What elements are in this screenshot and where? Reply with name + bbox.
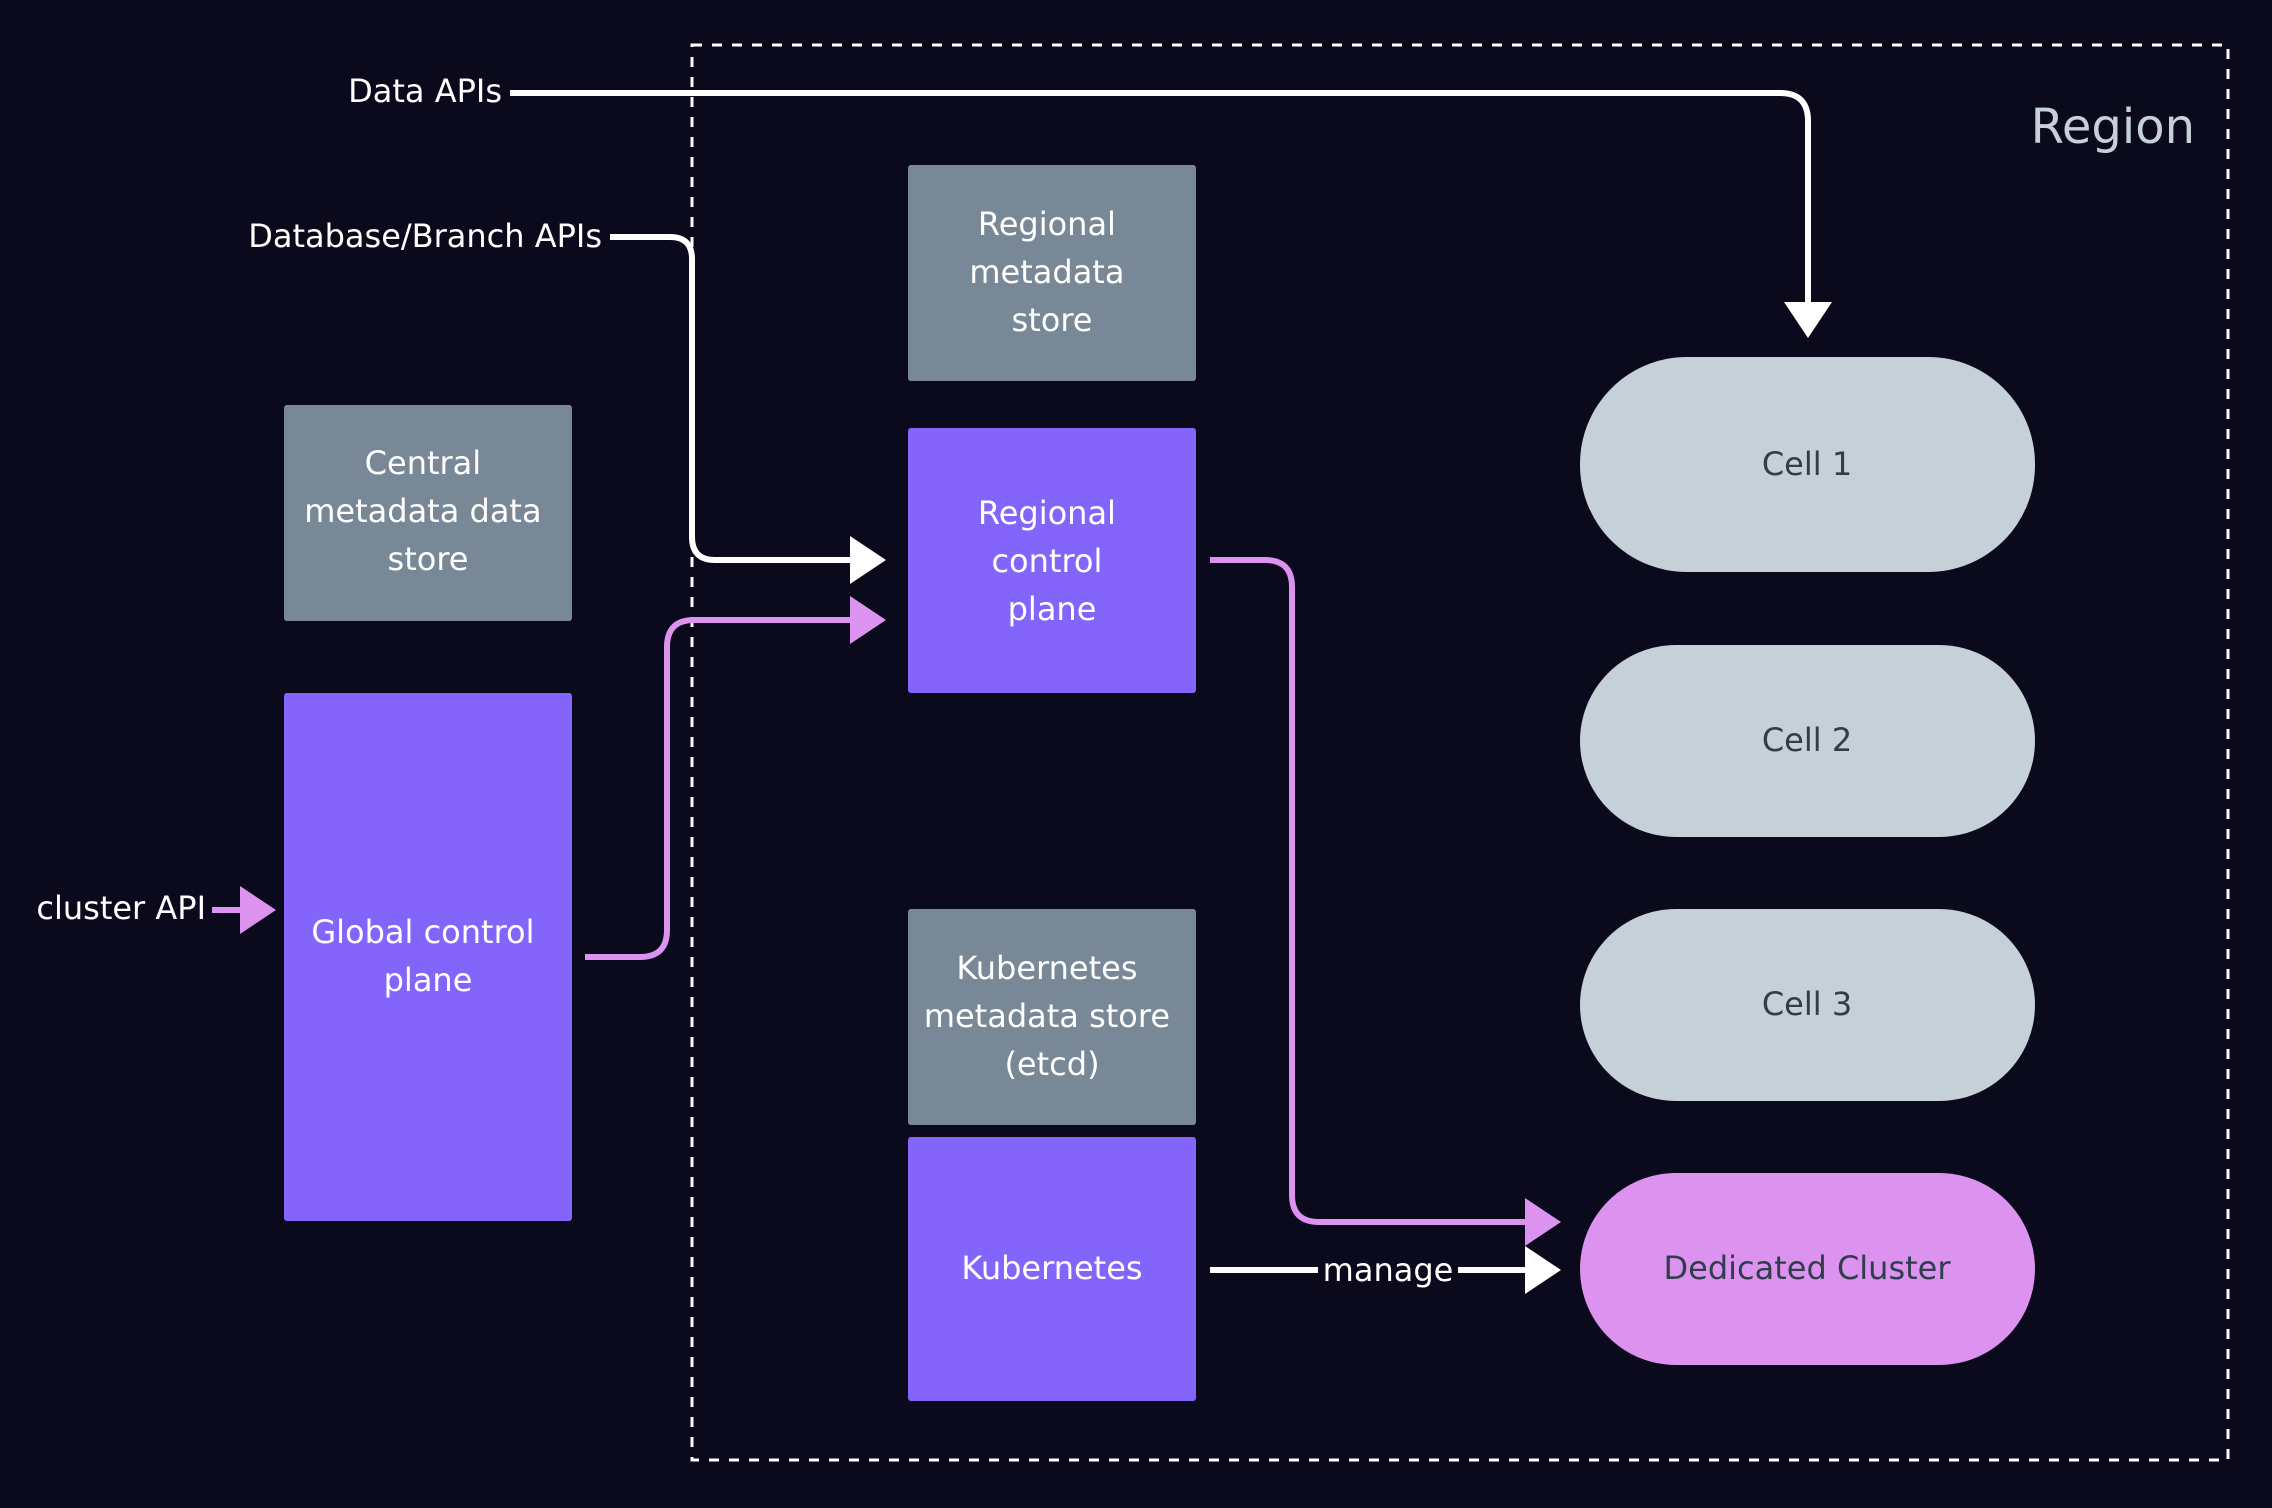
regional-metadata-store-label: Regional metadata store (969, 205, 1134, 339)
kubernetes-metadata-store (908, 909, 1196, 1125)
cell-1-label: Cell 1 (1762, 445, 1852, 483)
kubernetes-metadata-store-label: Kubernetes metadata store (etcd) (924, 949, 1180, 1083)
cell-2 (1580, 645, 2035, 837)
dedicated-cluster (1580, 1173, 2035, 1365)
global-control-plane-label: Global control plane (311, 913, 544, 999)
region-boundary (690, 43, 2230, 1462)
data-apis-arrow (510, 90, 1832, 338)
global-to-regional-arrow (585, 596, 886, 960)
region-label: Region (2031, 99, 2195, 155)
cell-2-label: Cell 2 (1762, 721, 1852, 759)
global-control-plane (284, 693, 572, 1221)
cell-3-label: Cell 3 (1762, 985, 1852, 1023)
cell-3 (1580, 909, 2035, 1101)
dedicated-cluster-label: Dedicated Cluster (1663, 1249, 1951, 1287)
central-metadata-store (284, 405, 572, 621)
data-apis-label: Data APIs (348, 72, 502, 110)
regional-to-dedicated-arrow (1210, 557, 1561, 1246)
cell-1 (1580, 357, 2035, 572)
kubernetes-box (908, 1137, 1196, 1401)
regional-control-plane (908, 428, 1196, 693)
regional-metadata-store (908, 165, 1196, 381)
database-branch-apis-label: Database/Branch APIs (248, 217, 602, 255)
kubernetes-label: Kubernetes (961, 1249, 1142, 1287)
central-metadata-store-label: Central metadata data store (304, 444, 552, 578)
regional-control-plane-label: Regional control plane (978, 494, 1126, 628)
manage-label: manage (1323, 1251, 1454, 1289)
cluster-api-label: cluster API (36, 889, 206, 927)
database-branch-apis-arrow (610, 234, 886, 584)
